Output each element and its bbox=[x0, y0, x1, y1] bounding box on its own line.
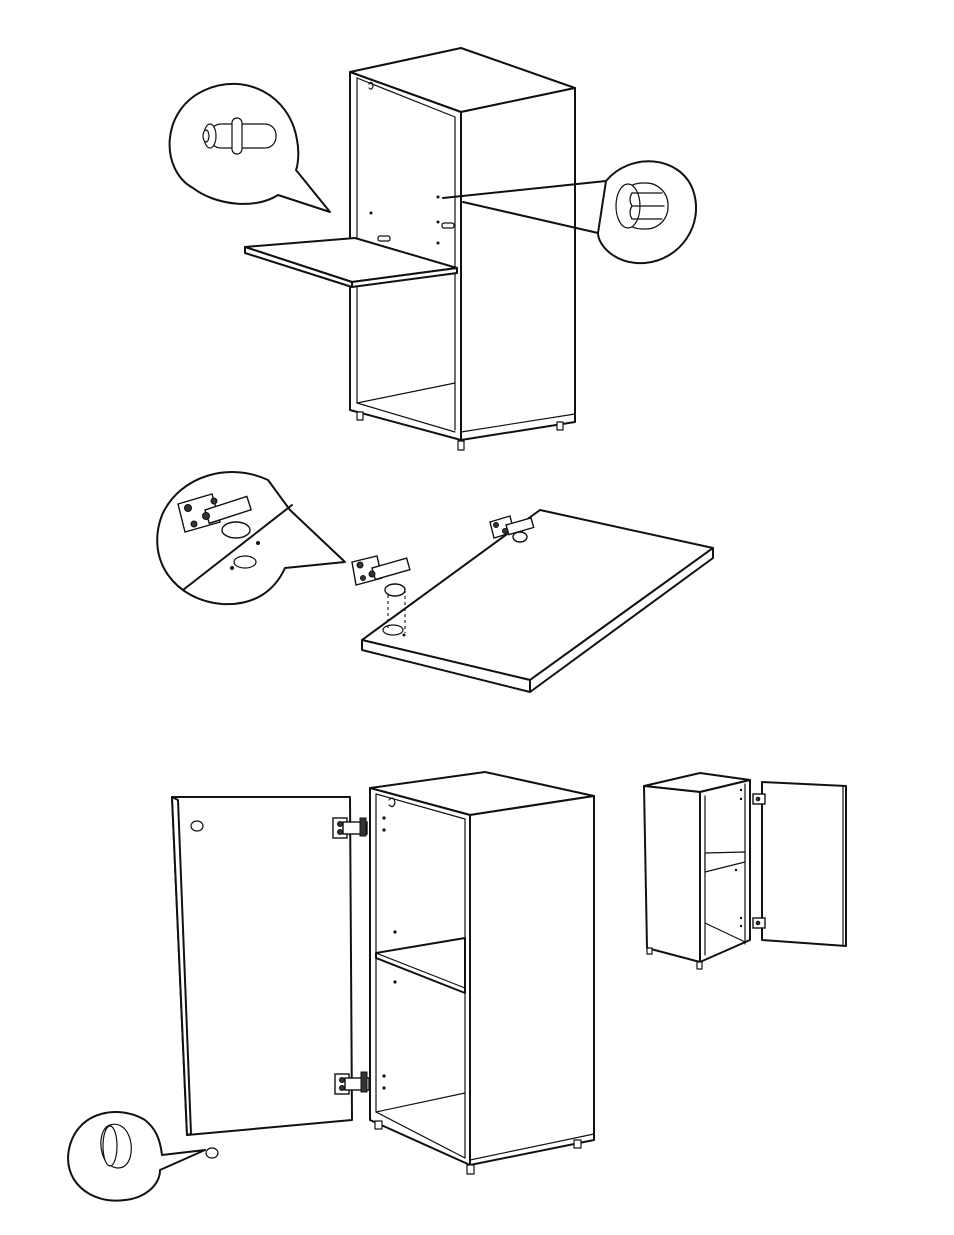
cabinet-body-step-3 bbox=[370, 772, 594, 1174]
door-panel-with-hinges bbox=[362, 510, 713, 692]
wood-dowel-icon bbox=[616, 183, 668, 229]
door-knob-icon bbox=[206, 1148, 218, 1158]
concealed-hinge-icon bbox=[352, 556, 410, 596]
cabinet-side-panel bbox=[461, 88, 575, 440]
finished-cabinet bbox=[644, 773, 846, 969]
step-3-door-install bbox=[68, 772, 846, 1201]
knob-detail bbox=[68, 1112, 205, 1201]
cabinet-side-panel bbox=[470, 796, 594, 1165]
step-1-shelf-install bbox=[170, 48, 696, 450]
door-panel-open bbox=[172, 797, 352, 1158]
door-panel-open bbox=[762, 782, 846, 946]
concealed-hinge-icon bbox=[753, 918, 765, 928]
door-knob-icon bbox=[101, 1124, 131, 1168]
shelf-pin-detail bbox=[170, 84, 330, 212]
hinge-detail bbox=[157, 472, 345, 604]
concealed-hinge-icon bbox=[753, 794, 765, 804]
step-2-hinge-install bbox=[157, 472, 713, 692]
